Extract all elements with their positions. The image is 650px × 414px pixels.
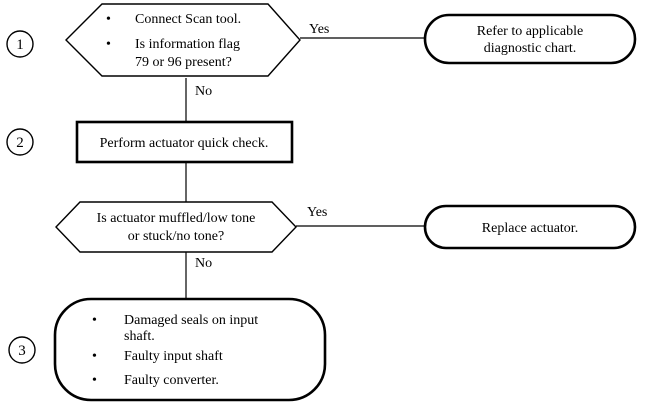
decision-scan-tool-flag: • Connect Scan tool. • Is information fl… [65,3,301,77]
step-number-2: 2 [16,135,24,151]
terminal1-line-2: diagnostic chart. [484,41,577,56]
decision2-line-2: or stuck/no tone? [128,229,224,244]
cause-bullet: • [92,373,97,388]
decision1-line-2: Is information flag [135,37,240,52]
step-marker-3: 3 [8,336,36,364]
terminal-refer-diagnostic-chart: Refer to applicable diagnostic chart. [423,13,637,65]
decision1-bullet: • [106,12,111,27]
decision2-line-1: Is actuator muffled/low tone [97,211,256,226]
decision1-no-label: No [195,84,212,99]
step-marker-1: 1 [6,30,34,58]
step-marker-2: 2 [6,128,34,156]
cause-item-1-cont: shaft. [124,329,155,344]
decision2-yes-label: Yes [307,205,327,220]
terminal1-line-1: Refer to applicable [477,24,584,39]
cause-bullet: • [92,349,97,364]
decision1-line-1: Connect Scan tool. [135,12,241,27]
cause-item-3: Faulty converter. [124,373,219,388]
decision2-no-label: No [195,256,212,271]
process1-label: Perform actuator quick check. [100,136,269,151]
decision-actuator-tone: Is actuator muffled/low tone or stuck/no… [55,201,297,253]
decision1-line-3: 79 or 96 present? [135,55,232,70]
terminal-probable-causes: • Damaged seals on input shaft. • Faulty… [53,297,327,402]
cause-item-1: Damaged seals on input [124,313,258,328]
terminal-replace-actuator: Replace actuator. [423,204,637,250]
process-actuator-quick-check: Perform actuator quick check. [75,120,294,164]
decision1-bullet: • [106,37,111,52]
cause-bullet: • [92,313,97,328]
decision1-yes-label: Yes [309,22,329,37]
terminal2-label: Replace actuator. [482,221,578,236]
cause-item-2: Faulty input shaft [124,349,223,364]
step-number-3: 3 [18,343,26,359]
step-number-1: 1 [16,37,24,53]
